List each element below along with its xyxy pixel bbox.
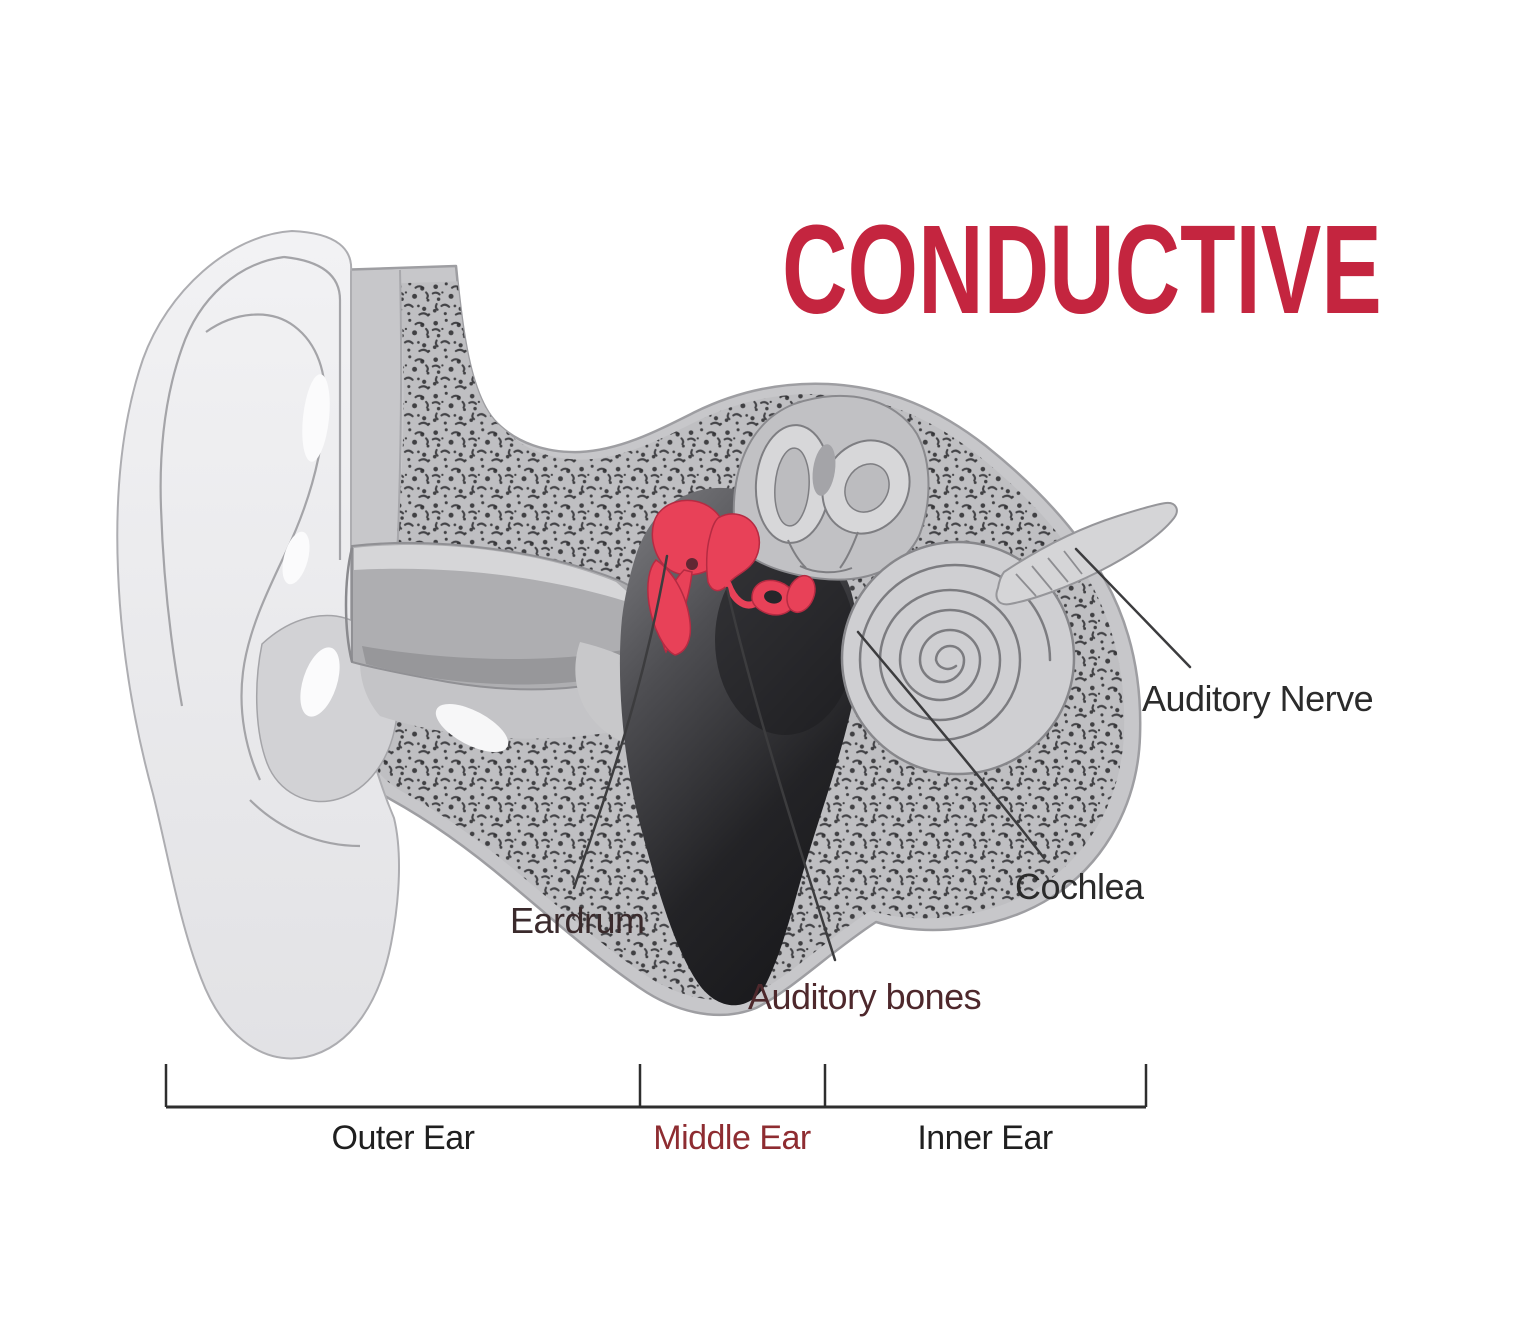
label-auditory-bones: Auditory bones [748, 976, 982, 1017]
label-auditory-nerve: Auditory Nerve [1142, 678, 1374, 719]
stapes-footplate [786, 574, 816, 614]
leader-auditory-nerve [1074, 547, 1192, 669]
pinna-outline [116, 229, 401, 1060]
label-middle-ear: Middle Ear [653, 1119, 811, 1157]
eardrum-membrane [647, 559, 692, 656]
semicircular-canals [754, 424, 911, 574]
leader-cochlea [856, 630, 1046, 860]
pinna-folds [159, 255, 361, 848]
label-eardrum: Eardrum [510, 900, 645, 941]
canal-entrance-rim [344, 547, 354, 663]
label-cochlea: Cochlea [1015, 866, 1144, 907]
leader-eardrum [572, 554, 669, 890]
inner-ear [732, 394, 1178, 776]
incus-long-process [724, 580, 758, 609]
leader-lines [572, 547, 1192, 962]
scale-bracket [164, 1064, 1148, 1109]
nerve-striations [1015, 550, 1083, 597]
auditory-nerve [995, 501, 1178, 606]
canal-bottom-shadow [362, 646, 640, 685]
label-inner-ear: Inner Ear [917, 1119, 1053, 1157]
conductive-highlight [647, 499, 816, 656]
stapes-opening [764, 590, 782, 604]
cochlea-spiral [858, 563, 1052, 742]
vestibule-stems [787, 531, 859, 574]
leader-auditory-bones [725, 586, 837, 962]
cavity-shadow [715, 545, 855, 735]
canal-top-highlight [354, 545, 646, 608]
pinna [116, 229, 406, 1060]
diagram-title: CONDUCTIVE [782, 199, 1382, 340]
label-outer-ear: Outer Ear [331, 1119, 475, 1157]
subcanal-highlight [435, 703, 509, 753]
ossicle-shadow-notch [686, 558, 698, 570]
